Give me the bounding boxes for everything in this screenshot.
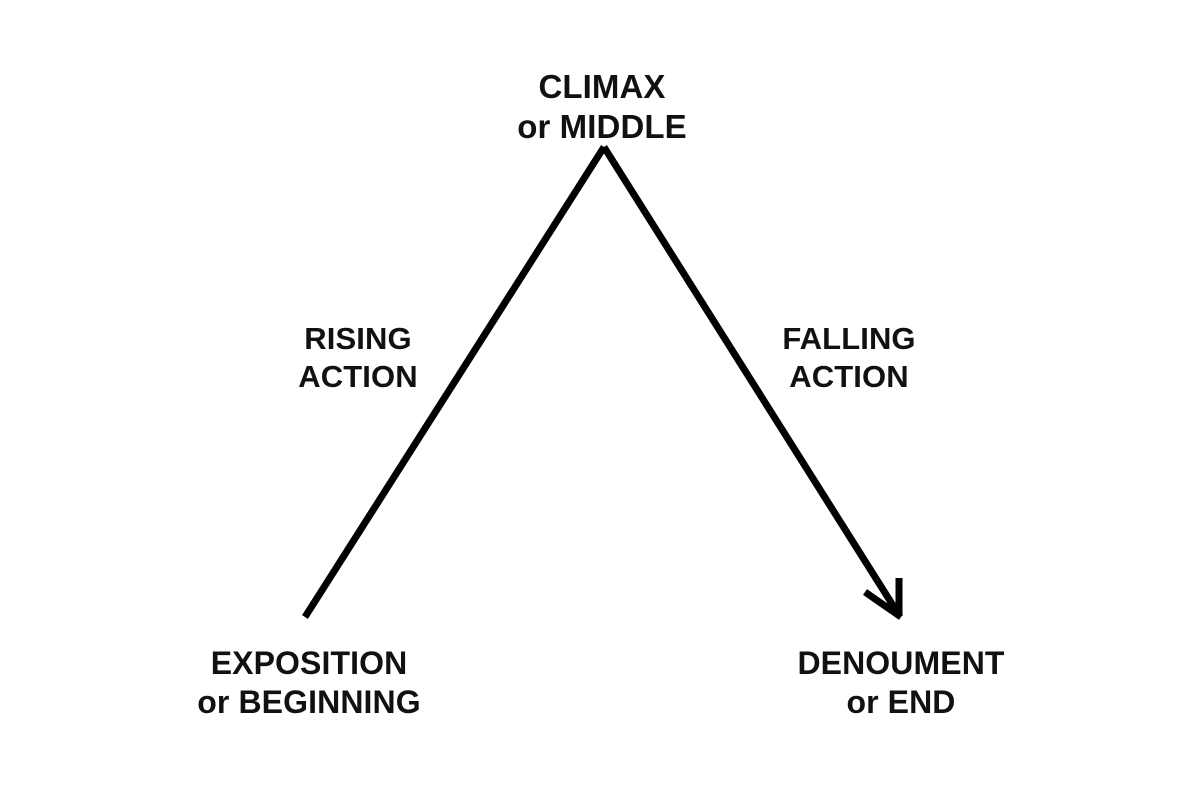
rising-action-line (302, 145, 607, 619)
label-falling-action: FALLING ACTION (782, 320, 915, 396)
label-denoument-line-1: DENOUMENT (797, 645, 1005, 681)
label-climax-line-1: CLIMAX (538, 68, 666, 105)
label-rising-action-line-1: RISING (304, 321, 412, 356)
label-rising-action: RISING ACTION (298, 320, 417, 396)
label-exposition-line-2: or BEGINNING (197, 684, 421, 721)
label-falling-action-line-1: FALLING (782, 321, 916, 356)
label-climax: CLIMAX or MIDDLE (517, 67, 687, 148)
label-exposition: EXPOSITION or BEGINNING (197, 644, 420, 722)
label-climax-line-2: or MIDDLE (517, 108, 687, 146)
label-rising-action-line-2: ACTION (298, 358, 418, 394)
arrowhead-barb-diagonal (863, 589, 903, 620)
label-exposition-line-1: EXPOSITION (210, 645, 408, 681)
label-denoument-line-2: or END (846, 684, 956, 721)
label-falling-action-line-2: ACTION (789, 358, 909, 394)
falling-action-line (601, 145, 902, 617)
label-denoument: DENOUMENT or END (797, 644, 1004, 722)
